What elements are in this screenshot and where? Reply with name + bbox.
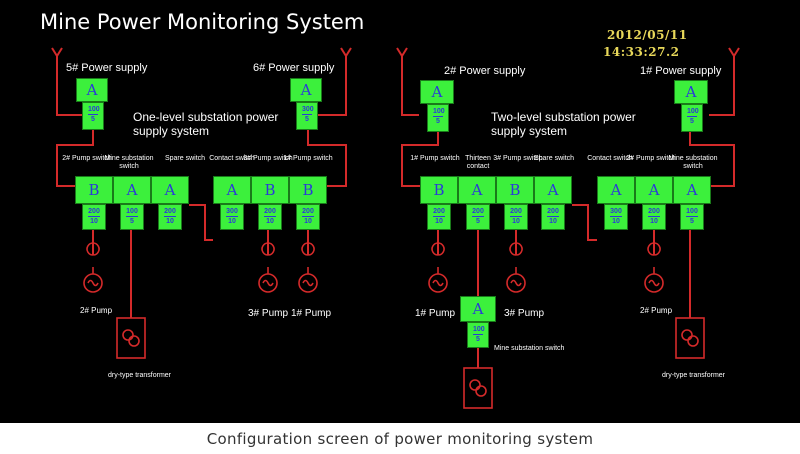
breaker-button[interactable]: B xyxy=(289,176,327,204)
breaker-button[interactable]: B xyxy=(420,176,458,204)
pump-label: 2# Pump xyxy=(640,306,673,315)
page-title: Mine Power Monitoring System xyxy=(40,10,365,34)
pump-symbol-right-3 xyxy=(644,242,664,293)
breaker-button[interactable]: A xyxy=(151,176,189,204)
pump-label: 3# Pump xyxy=(248,308,289,319)
switch-label: 2# Pump switch xyxy=(626,155,676,162)
transformer-symbol-left xyxy=(116,317,146,359)
figure-caption: Configuration screen of power monitoring… xyxy=(0,423,800,454)
breaker-button[interactable]: A xyxy=(534,176,572,204)
transformer-symbol-right-2 xyxy=(463,367,493,409)
breaker-button[interactable]: A xyxy=(673,176,711,204)
pump-label: 2# Pump xyxy=(80,306,113,315)
system-title: One-level substation power supply system xyxy=(133,110,279,138)
switch-label: 2# Pump switch xyxy=(62,155,112,162)
breaker-button[interactable]: B xyxy=(75,176,113,204)
breaker-button[interactable]: A xyxy=(113,176,151,204)
monitoring-screen: Mine Power Monitoring System 2012/05/11 … xyxy=(0,0,800,423)
breaker-button[interactable]: A xyxy=(460,296,496,322)
switch-label: Contact switch xyxy=(587,155,633,162)
switch-label: Mine substation switch xyxy=(668,155,718,170)
breaker-button[interactable]: A xyxy=(674,80,708,104)
switch-label: 3# Pump switch xyxy=(243,155,293,162)
breaker-button[interactable]: B xyxy=(251,176,289,204)
switch-label: Spare switch xyxy=(533,155,575,162)
pump-symbol-right-1 xyxy=(428,242,448,293)
system-title: Two-level substation power supply system xyxy=(491,110,636,138)
transformer-label: dry-type transformer xyxy=(662,372,726,379)
switch-label: 1# Pump switch xyxy=(410,155,460,162)
switch-label: Mine substation switch xyxy=(494,345,565,352)
breaker-button[interactable]: A xyxy=(635,176,673,204)
breaker-button[interactable]: A xyxy=(290,78,322,102)
power-supply-label: 6# Power supply xyxy=(253,62,335,74)
pump-label: 1# Pump xyxy=(415,308,456,319)
switch-label: Spare switch xyxy=(164,155,206,162)
pump-label: 3# Pump xyxy=(504,308,545,319)
power-supply-label: 5# Power supply xyxy=(66,62,148,74)
power-supply-label: 1# Power supply xyxy=(640,65,722,77)
pump-symbol-left-3 xyxy=(298,242,318,293)
breaker-button[interactable]: A xyxy=(420,80,454,104)
transformer-symbol-right-1 xyxy=(675,317,705,359)
pump-symbol-right-2 xyxy=(506,242,526,293)
breaker-button[interactable]: B xyxy=(496,176,534,204)
date-readout: 2012/05/11 xyxy=(607,28,688,42)
switch-label: Mine substation switch xyxy=(104,155,154,170)
breaker-button[interactable]: A xyxy=(213,176,251,204)
breaker-button[interactable]: A xyxy=(597,176,635,204)
power-supply-label: 2# Power supply xyxy=(444,65,526,77)
switch-label: Thirteen contact xyxy=(465,155,491,170)
time-readout: 14:33:27.2 xyxy=(603,45,680,59)
switch-label: 1# Pump switch xyxy=(283,155,333,162)
pump-symbol-left-2 xyxy=(258,242,278,293)
wiring-diagram xyxy=(51,47,740,409)
breaker-button[interactable]: A xyxy=(458,176,496,204)
switch-label: Contact switch xyxy=(209,155,255,162)
pump-label: 1# Pump xyxy=(291,308,332,319)
transformer-label: dry-type transformer xyxy=(108,372,172,379)
switch-label: 3# Pump switch xyxy=(493,155,543,162)
breaker-button[interactable]: A xyxy=(76,78,108,102)
pump-symbol-left-1 xyxy=(83,242,103,293)
